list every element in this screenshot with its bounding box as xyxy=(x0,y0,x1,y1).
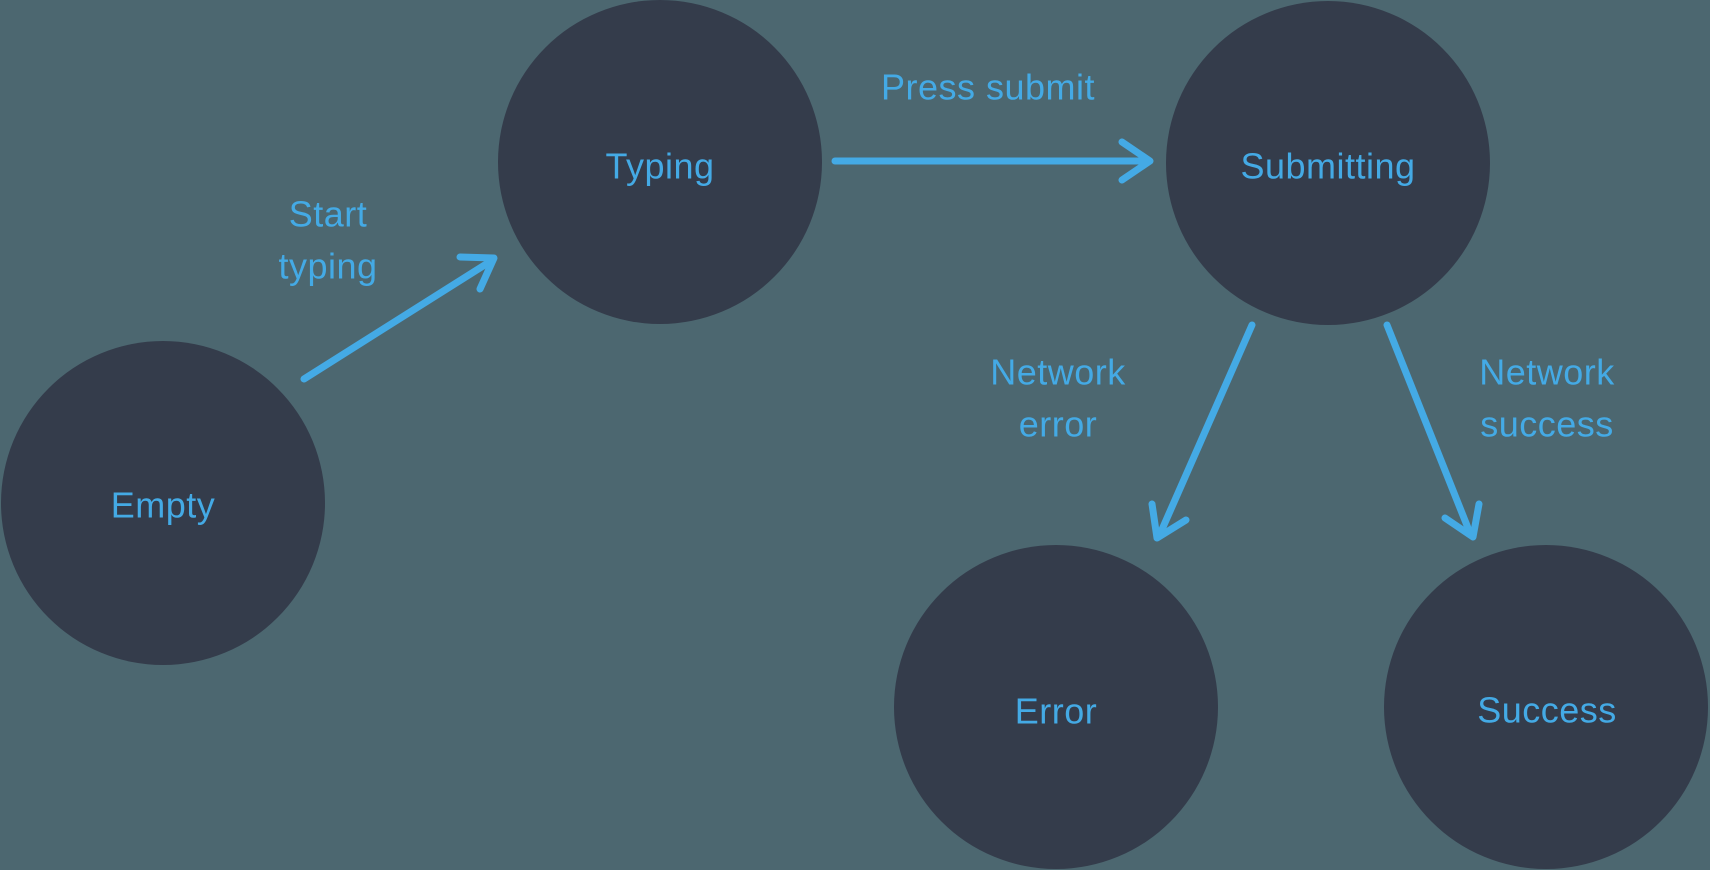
state-node-empty xyxy=(1,341,325,665)
state-node-success xyxy=(1384,545,1708,869)
arrow-line xyxy=(1156,321,1256,538)
state-label-typing: Typing xyxy=(605,146,714,187)
transition-label-network-error-line1: Network xyxy=(990,352,1126,393)
transition-label-network-error-line2: error xyxy=(1019,404,1098,445)
arrowhead-icon xyxy=(1148,500,1190,542)
transition-arrow-network-error xyxy=(1148,321,1256,542)
arrowhead-icon xyxy=(1118,138,1154,184)
transition-label-network-success-line1: Network xyxy=(1479,352,1615,393)
transition-arrow-network-success xyxy=(1383,321,1483,541)
state-node-submitting xyxy=(1166,1,1490,325)
state-node-typing xyxy=(498,0,822,324)
transition-arrow-press-submit xyxy=(831,138,1154,184)
state-node-error xyxy=(894,545,1218,869)
state-label-submitting: Submitting xyxy=(1240,146,1415,187)
transition-label-start-typing-line1: Start xyxy=(289,194,368,235)
arrow-line xyxy=(300,257,495,383)
state-label-success: Success xyxy=(1477,690,1617,731)
state-label-empty: Empty xyxy=(111,485,216,526)
transition-arrow-start-typing xyxy=(300,253,498,383)
arrowhead-icon xyxy=(456,253,498,293)
transition-label-network-success-line2: success xyxy=(1480,404,1614,445)
transition-label-press-submit: Press submit xyxy=(881,67,1095,108)
arrowhead-icon xyxy=(1441,500,1483,541)
transition-label-start-typing-line2: typing xyxy=(278,246,377,287)
state-label-error: Error xyxy=(1015,691,1098,732)
arrow-line xyxy=(1383,321,1474,537)
